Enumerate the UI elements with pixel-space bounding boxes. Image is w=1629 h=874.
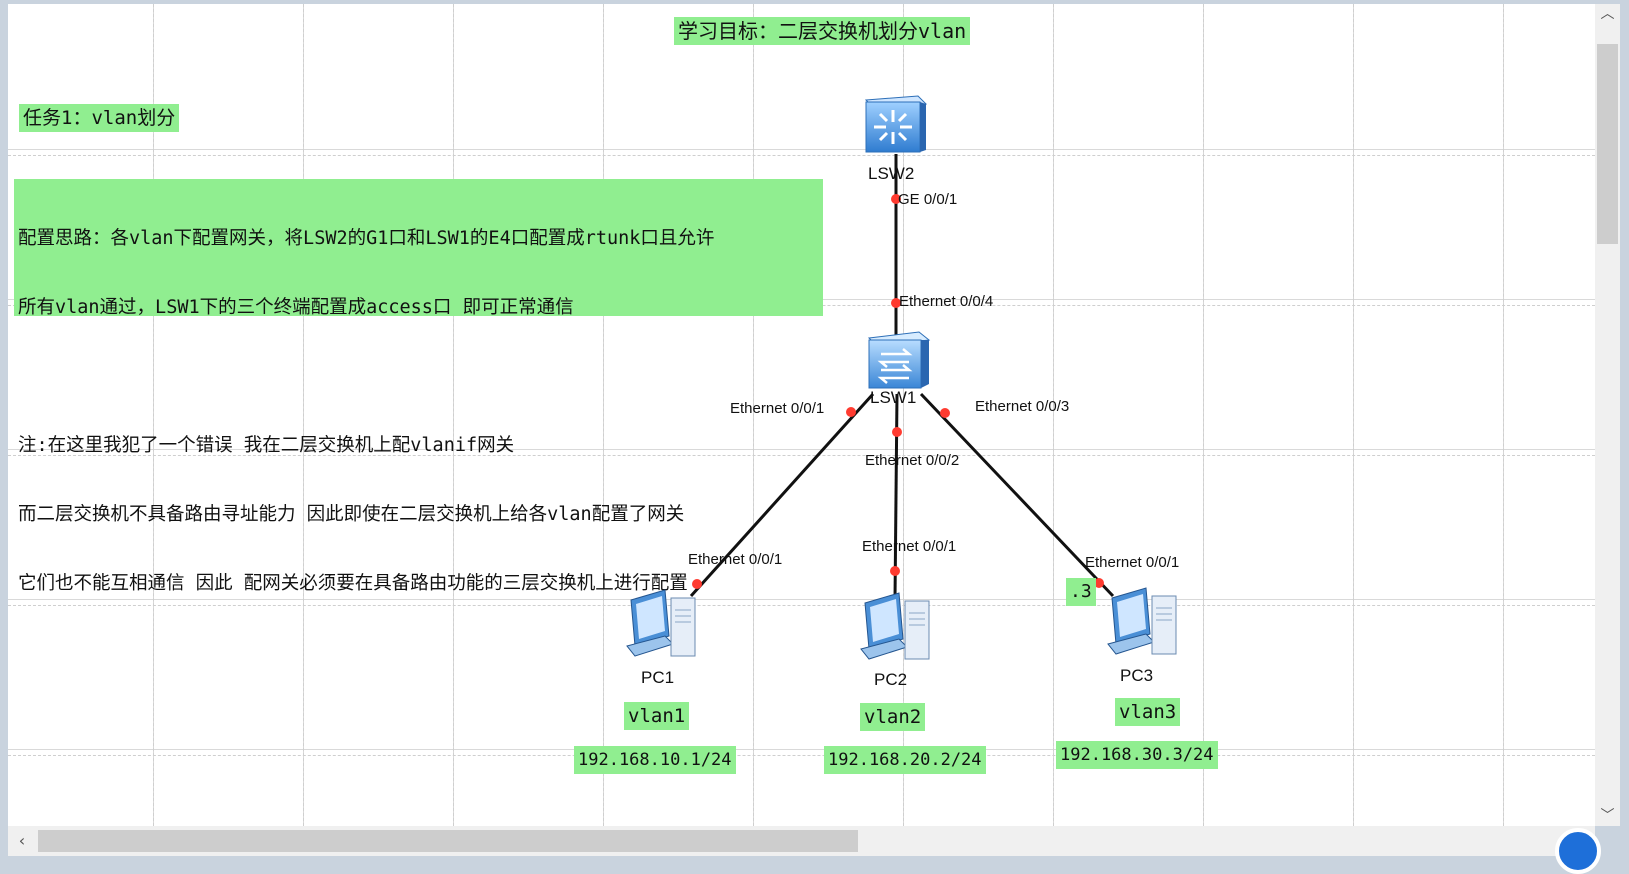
port-dot	[1094, 578, 1104, 588]
device-label-lsw1: LSW1	[870, 388, 917, 407]
port-dot	[692, 579, 702, 589]
layer3-switch-icon[interactable]	[860, 92, 930, 160]
link-lsw1-pc3	[919, 392, 1115, 598]
task-note[interactable]: 任务1：vlan划分	[19, 104, 180, 132]
vertical-scrollbar[interactable]: ︿ ﹀	[1595, 4, 1620, 826]
grid-line	[1053, 4, 1054, 826]
grid-line	[8, 455, 1595, 456]
scroll-down-icon[interactable]: ﹀	[1600, 808, 1615, 824]
ip-note[interactable]: 192.168.30.3/24	[1056, 741, 1218, 769]
desktop-pc-icon[interactable]	[853, 589, 937, 671]
port-dot	[891, 194, 901, 204]
ip-note[interactable]: 192.168.10.1/24	[574, 746, 736, 774]
grid-line	[1503, 4, 1504, 826]
grid-line	[303, 4, 304, 826]
port-label: Ethernet 0/0/2	[865, 452, 960, 469]
vlan-note[interactable]: vlan2	[860, 703, 926, 731]
port-label: Ethernet 0/0/1	[862, 538, 957, 555]
description-line: 它们也不能互相通信 因此 配网关必须要在具备路由功能的三层交换机上进行配置	[18, 573, 688, 594]
description-line: 注:在这里我犯了一个错误 我在二层交换机上配vlanif网关	[18, 435, 515, 456]
description-line: 配置思路：各vlan下配置网关，将LSW2的G1口和LSW1的E4口配置成rtu…	[18, 228, 715, 249]
device-label-pc2: PC2	[874, 670, 908, 689]
description-line: 所有vlan通过，LSW1下的三个终端配置成access口 即可正常通信	[18, 297, 574, 318]
port-dot	[891, 298, 901, 308]
device-label-pc1: PC1	[641, 668, 675, 687]
description-note[interactable]: 配置思路：各vlan下配置网关，将LSW2的G1口和LSW1的E4口配置成rtu…	[14, 179, 823, 594]
grid-line	[8, 155, 1595, 156]
grid-line	[8, 605, 1595, 606]
grid-line	[1203, 4, 1204, 826]
port-dot	[846, 407, 856, 417]
title-note[interactable]: 学习目标：二层交换机划分vlan	[674, 17, 971, 45]
port-label: Ethernet 0/0/4	[899, 293, 994, 310]
topology-canvas[interactable]: 学习目标：二层交换机划分vlan 任务1：vlan划分 配置思路：各vlan下配…	[8, 4, 1595, 826]
port-label: GE 0/0/1	[898, 191, 958, 208]
grid-line	[453, 4, 454, 826]
desktop-pc-icon[interactable]	[619, 586, 703, 668]
grid-line	[903, 4, 904, 826]
desktop-pc-icon[interactable]	[1100, 584, 1184, 666]
description-line: 而二层交换机不具备路由寻址能力 因此即使在二层交换机上给各vlan配置了网关	[18, 504, 685, 525]
port-dot	[940, 408, 950, 418]
layer2-switch-icon[interactable]	[863, 328, 933, 396]
device-label-lsw2: LSW2	[868, 164, 915, 183]
port-label: Ethernet 0/0/1	[1085, 554, 1180, 571]
pc3-address-note[interactable]: .3	[1066, 578, 1096, 606]
grid-line	[1353, 4, 1354, 826]
vlan-note[interactable]: vlan3	[1115, 698, 1181, 726]
vertical-scroll-thumb[interactable]	[1597, 44, 1618, 244]
port-label: Ethernet 0/0/1	[730, 400, 825, 417]
floating-assistant-icon[interactable]	[1555, 828, 1601, 874]
scroll-left-icon[interactable]: ‹	[18, 831, 26, 850]
device-label-pc3: PC3	[1120, 666, 1154, 685]
link-layer	[689, 154, 1115, 600]
horizontal-scrollbar[interactable]: ‹	[8, 826, 1595, 856]
grid-line	[8, 755, 1595, 756]
grid-line	[603, 4, 604, 826]
description-line	[18, 365, 819, 388]
grid-line	[753, 4, 754, 826]
scroll-up-icon[interactable]: ︿	[1600, 6, 1615, 22]
horizontal-scroll-thumb[interactable]	[38, 830, 858, 852]
port-dot	[890, 566, 900, 576]
port-dot	[892, 427, 902, 437]
grid-line	[153, 4, 154, 826]
vlan-note[interactable]: vlan1	[624, 702, 690, 730]
link-lsw1-pc1	[689, 392, 875, 598]
ip-note[interactable]: 192.168.20.2/24	[824, 746, 986, 774]
port-label: Ethernet 0/0/3	[975, 398, 1070, 415]
port-label: Ethernet 0/0/1	[688, 551, 783, 568]
